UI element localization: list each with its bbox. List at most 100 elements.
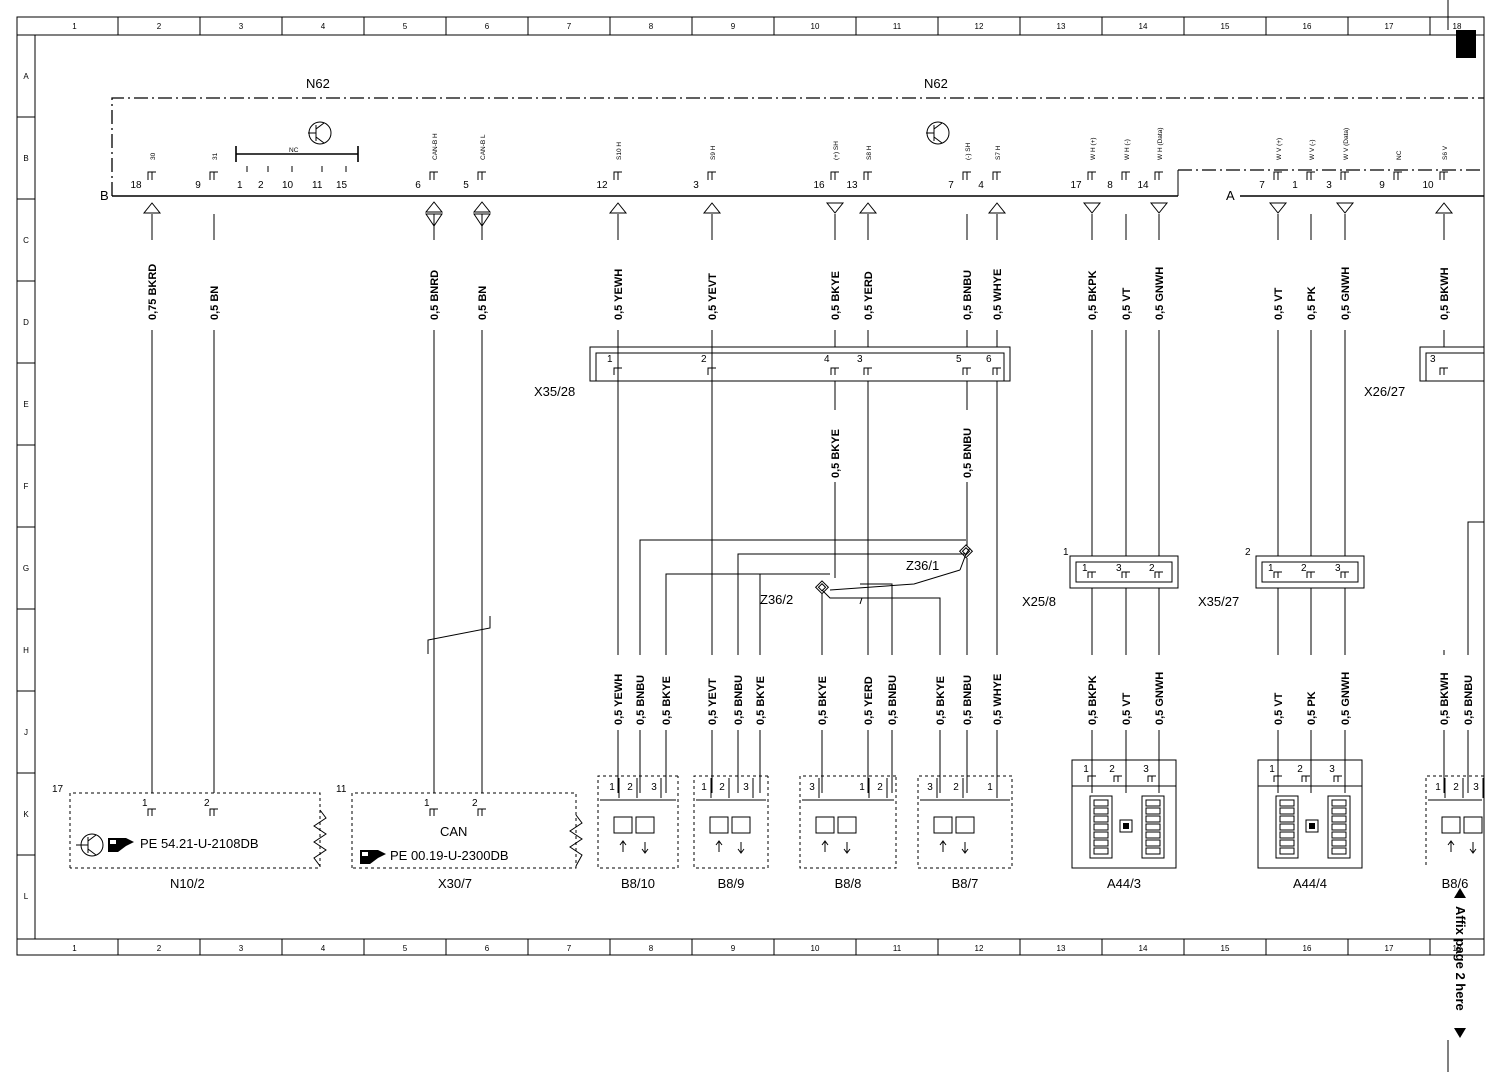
n62-pin: 7(-) SH [948,142,972,191]
sensor-element [933,816,953,834]
nc-bracket [235,146,359,162]
twisted-pair-routing [639,539,971,650]
connector-x35-27: 2 X35/27 [1198,547,1365,609]
pin-signal: 30 [150,152,157,160]
signal-in-arrow [1268,202,1288,214]
pin-number: 1 [237,180,243,191]
column-number: 3 [239,944,244,953]
pin-number: 16 [813,180,825,191]
column-number: 16 [1303,944,1312,953]
column-number: 6 [485,22,490,31]
n62-pin: 931 [195,152,219,191]
pin-signal: S6 V [1442,145,1449,160]
column-number: 3 [239,22,244,31]
wire-label: 0,5 BNBU [733,675,745,725]
n62-pin: 16(+) SH [813,141,845,214]
pin-number: 2 [1109,764,1115,775]
display-panel [1141,795,1165,859]
signal-in-arrow [1082,202,1102,214]
pin-number: 2 [204,798,210,809]
nc-bracket-label: NC [289,147,299,154]
connector-label: X35/27 [1198,594,1239,609]
column-number: 2 [157,22,162,31]
arrow-up-icon [939,840,947,852]
wire-label: 0,5 BNRD [429,270,441,320]
signal-in-arrow [1149,202,1169,214]
connector-number: 1 [1063,547,1069,558]
wire-label: 0,5 VT [1121,692,1133,725]
pin-number: 14 [1137,180,1149,191]
arrow-up-icon [715,840,723,852]
pin-signal: W H (-) [1124,139,1131,160]
row-letter: J [24,728,28,737]
n62-outline [111,97,1484,196]
column-number: 14 [1139,22,1148,31]
display-panel [1275,795,1299,859]
wire-label: 0,5 VT [1273,287,1285,320]
pin-signal: W V (+) [1276,138,1283,160]
n62-pin: 3S9 H [693,145,722,214]
component-number: 17 [52,784,64,795]
wire-label: 0,5 BNBU [962,675,974,725]
pin-number: 2 [1301,563,1307,574]
pin-number: 2 [1149,563,1155,574]
pin-signal: CAN-B H [432,133,439,160]
component-label: X30/7 [438,876,472,891]
sensor-element [635,816,655,834]
transistor-icon [308,121,332,145]
wire-label: 0,5 WHYE [992,674,1004,725]
n62-pin: 1W V (-) [1292,139,1316,191]
wire-continuation [1467,521,1484,650]
row-letter: K [23,810,29,819]
pin-signal: W V (Data) [1343,128,1350,160]
reference-text: PE 00.19-U-2300DB [390,848,509,863]
arrow-down-icon [641,842,649,854]
pin-signal: S10 H [616,142,623,160]
pin-number: 9 [195,180,201,191]
pin-number: 1 [987,782,993,793]
wire-label: 0,5 YEWH [613,269,625,320]
pin-number: 2 [701,354,707,365]
display-center-icon [1119,819,1133,833]
wire-label: 0,5 BKYE [830,271,842,320]
wire-label: 0,5 GNWH [1154,267,1166,320]
splice-z36-2: Z36/2 [760,580,830,607]
pin-signal: S7 H [995,145,1002,160]
pin-number: 3 [743,782,749,793]
wire-label: 0,5 BKYE [935,676,947,725]
wire-label: 0,5 YERD [863,271,875,320]
column-number: 7 [567,22,572,31]
row-letter: H [23,646,29,655]
column-number: 9 [731,22,736,31]
wire-label: 0,5 BNBU [635,675,647,725]
pin-signal: NC [1396,150,1403,160]
pin-number: 17 [1070,180,1082,191]
column-number: 13 [1057,22,1066,31]
sensor-element [955,816,975,834]
pin-number: 2 [719,782,725,793]
splice-label: Z36/1 [906,558,939,573]
pin-number: 1 [1268,563,1274,574]
pin-number: 4 [978,180,984,191]
sensor-element [1441,816,1461,834]
wire-label: 0,5 BNBU [962,428,974,478]
wire-label: 0,75 BKRD [147,264,159,320]
pin-number: 6 [986,354,992,365]
pin-number: 2 [627,782,633,793]
arrow-down-icon [961,842,969,854]
wire-label: 0,5 BKYE [817,676,829,725]
column-number: 11 [893,944,902,953]
sensor-element [1463,816,1483,834]
connector-x26-27: X26/27 [1364,346,1484,399]
display-panel [1327,795,1351,859]
pin-signal: W H (Data) [1157,128,1164,161]
column-number: 16 [1303,22,1312,31]
pin-number: 10 [1422,180,1434,191]
